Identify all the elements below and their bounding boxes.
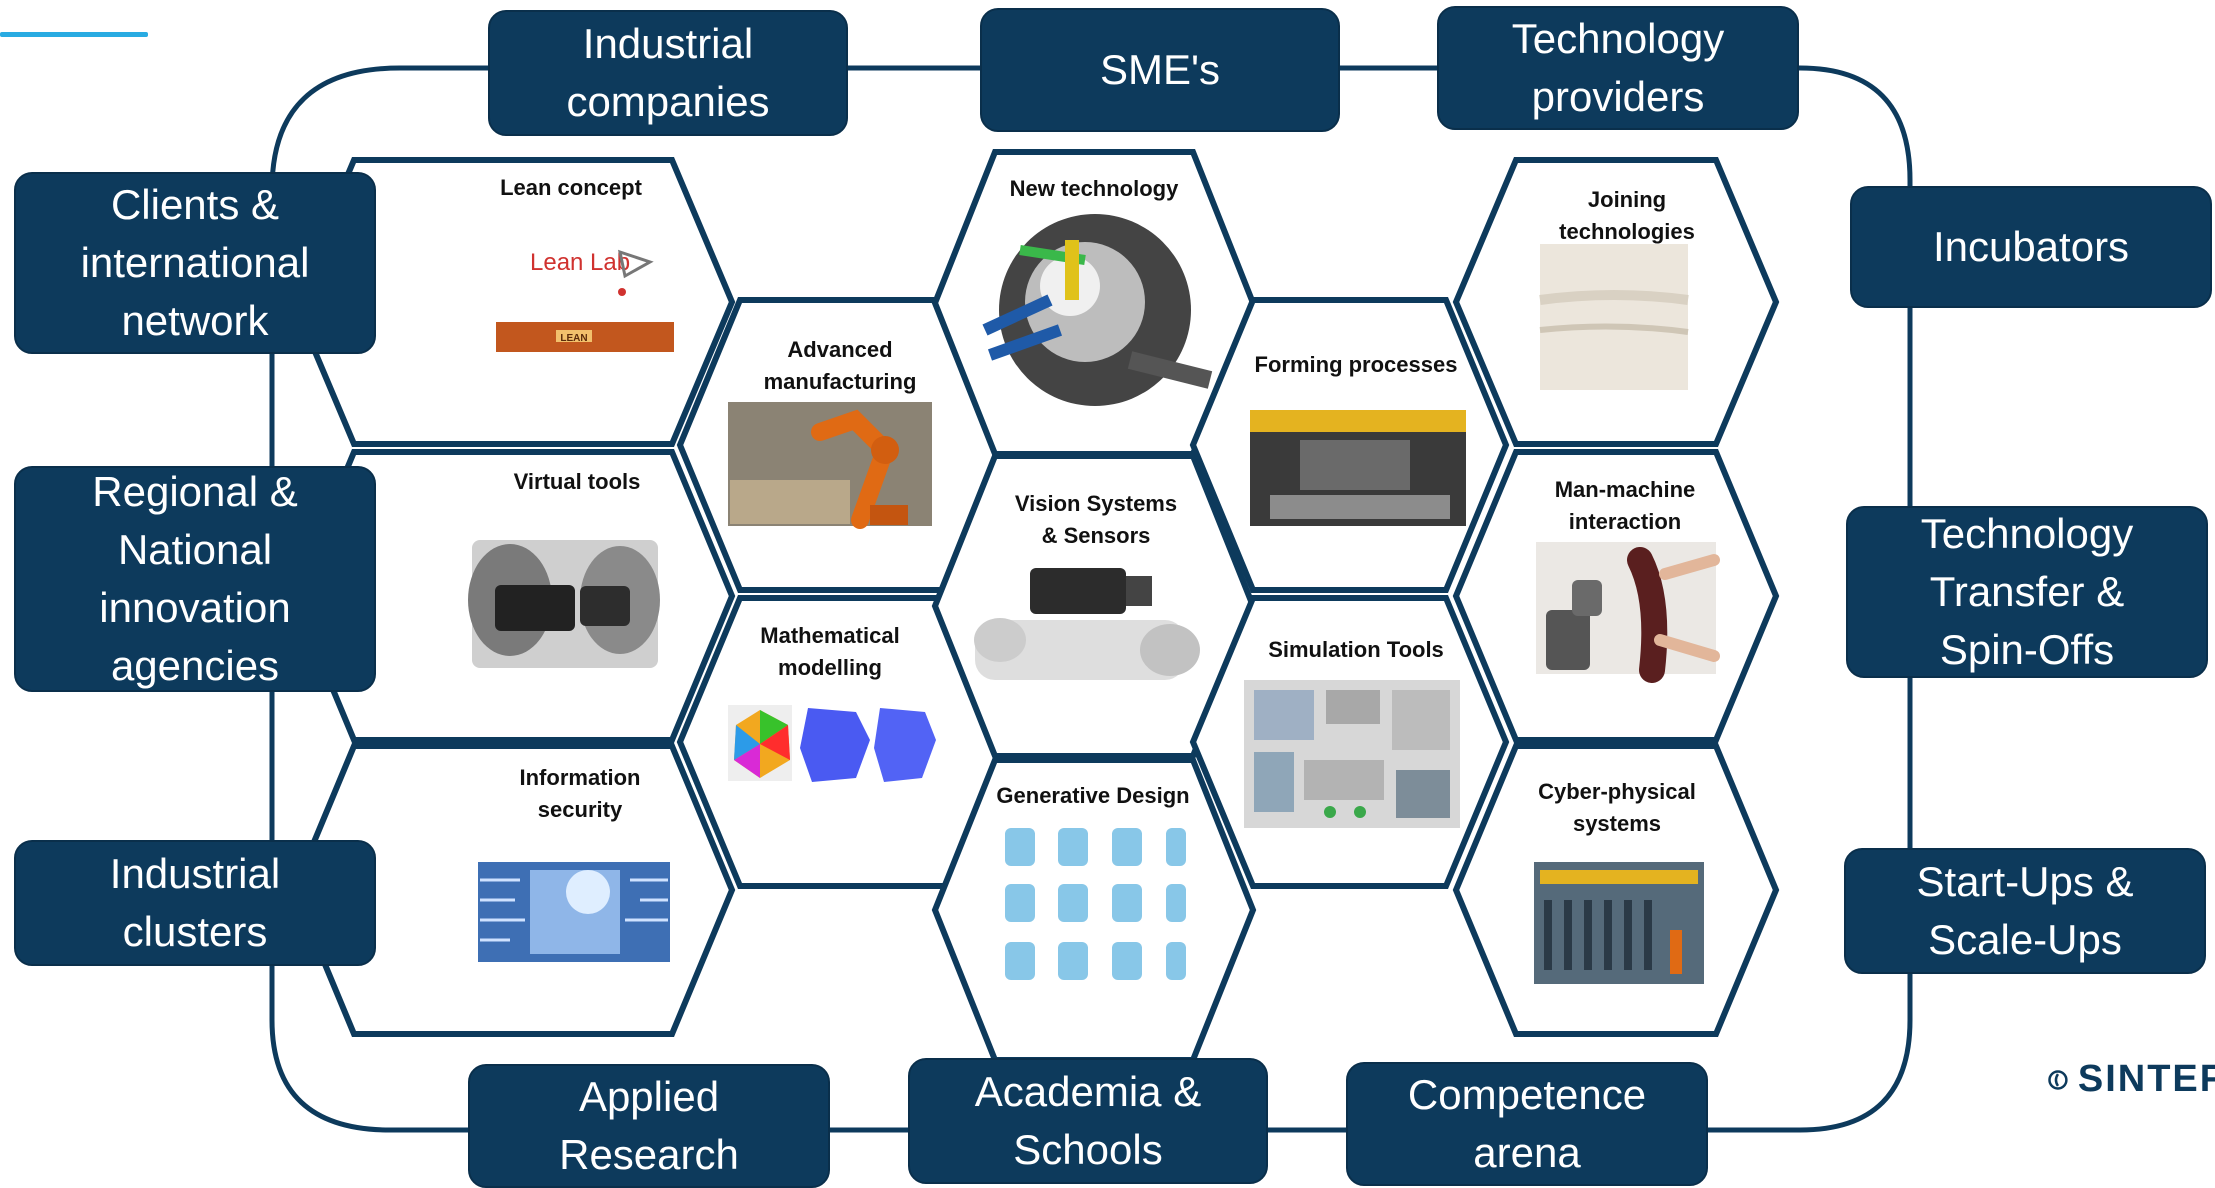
hex-label-joining-technologies: Joining technologies: [1559, 187, 1695, 244]
cyber-physical-illustration: [1534, 862, 1704, 984]
box-industrial-clusters: Industrial clusters: [14, 840, 376, 966]
hex-label-simulation-tools: Simulation Tools: [1268, 637, 1444, 662]
vr-headset-illustration: [468, 540, 660, 668]
box-regional-agencies: Regional & National innovation agencies: [14, 466, 376, 692]
box-competence-arena: Competence arena: [1346, 1062, 1708, 1186]
hex-label-forming-processes: Forming processes: [1254, 352, 1458, 377]
hex-label-vision-systems: Vision Systems & Sensors: [1014, 491, 1178, 548]
box-clients-network: Clients & international network: [14, 172, 376, 354]
factory-layout-illustration: [1244, 680, 1460, 828]
sintef-logo-text: SINTEF: [2077, 1058, 2215, 1100]
box-smes: SME's: [980, 8, 1340, 132]
hex-label-virtual-tools: Virtual tools: [513, 469, 641, 494]
box-applied-research: Applied Research: [468, 1064, 830, 1188]
mathematical-modelling-illustration: [728, 705, 936, 782]
forming-press-illustration: [1250, 410, 1466, 526]
box-industrial-companies: Industrial companies: [488, 10, 848, 136]
hex-label-new-technology: New technology: [1009, 176, 1179, 201]
sintef-logo-icon: [2048, 1069, 2068, 1090]
box-academia: Academia & Schools: [908, 1058, 1268, 1184]
robot-arm-illustration: [728, 402, 932, 529]
hex-label-man-machine: Man-machine interaction: [1554, 477, 1696, 534]
generative-design-illustration: [1005, 828, 1186, 980]
hex-label-generative-design: Generative Design: [996, 783, 1190, 808]
lean-lab-illustration: Lean Lab LEAN: [496, 249, 674, 352]
hex-label-information-security: Information security: [519, 765, 641, 822]
lean-banner-text: LEAN: [560, 333, 587, 344]
sintef-logo: SINTEF: [2048, 1058, 2215, 1101]
suspension-illustration: [982, 214, 1213, 406]
hex-label-mathematical-modelling: Mathematical modelling: [760, 623, 900, 680]
hex-label-advanced-manufacturing: Advanced manufacturing: [763, 337, 917, 394]
hex-label-lean-concept: Lean concept: [500, 175, 642, 200]
accent-line: [0, 32, 148, 37]
man-machine-illustration: [1536, 542, 1720, 683]
box-technology-providers: Technology providers: [1437, 6, 1799, 130]
vision-sensor-illustration: [974, 568, 1200, 680]
hex-label-cyber-physical: Cyber-physical systems: [1538, 779, 1696, 836]
information-security-illustration: [478, 862, 670, 962]
lean-lab-logo: Lean Lab: [530, 249, 630, 276]
weld-seam-illustration: [1539, 244, 1689, 390]
box-technology-transfer: Technology Transfer & Spin-Offs: [1846, 506, 2208, 678]
box-startups: Start-Ups & Scale-Ups: [1844, 848, 2206, 974]
box-incubators: Incubators: [1850, 186, 2212, 308]
